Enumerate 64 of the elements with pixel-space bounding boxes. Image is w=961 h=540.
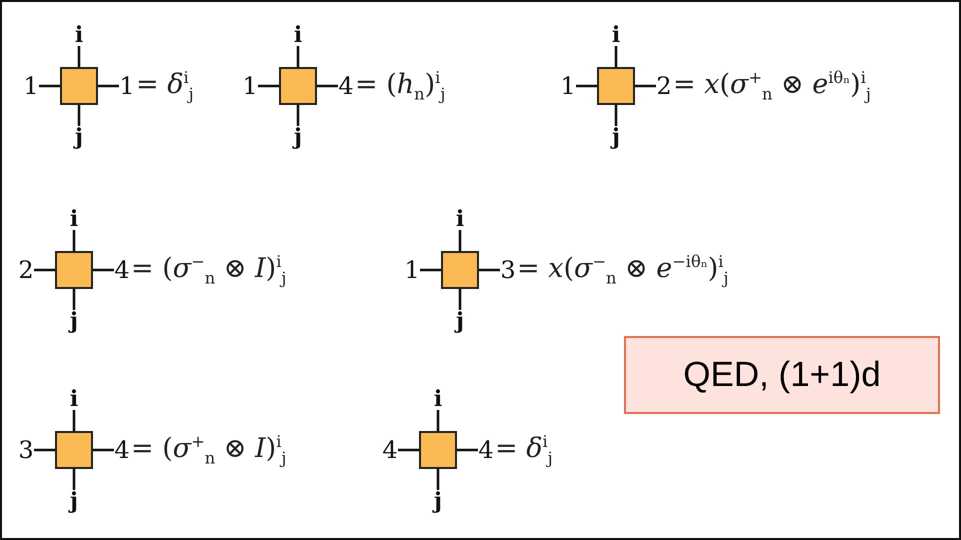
tensor-leg bbox=[457, 448, 478, 452]
leg-number: 3 bbox=[500, 258, 516, 282]
tensor-leg bbox=[72, 469, 76, 490]
tensor-leg bbox=[34, 268, 55, 272]
tensor-square bbox=[441, 251, 479, 289]
tensor-leg bbox=[72, 289, 76, 310]
index-label: j bbox=[450, 310, 470, 332]
leg-number: 4 bbox=[382, 438, 398, 462]
index-label: j bbox=[288, 126, 308, 148]
index-label: j bbox=[428, 490, 448, 512]
tensor-leg bbox=[93, 448, 114, 452]
tensor-leg bbox=[576, 84, 597, 88]
leg-number: 4 bbox=[114, 258, 130, 282]
leg-number: 4 bbox=[478, 438, 494, 462]
index-label: i bbox=[450, 208, 470, 230]
tensor-leg bbox=[420, 268, 441, 272]
tensor-leg bbox=[296, 105, 300, 126]
tensor-leg bbox=[296, 46, 300, 67]
leg-number: 1 bbox=[119, 74, 135, 98]
tensor-leg bbox=[614, 105, 618, 126]
tensor-leg bbox=[317, 84, 338, 88]
leg-number: 4 bbox=[114, 438, 130, 462]
tensor-leg bbox=[72, 230, 76, 251]
tensor-leg bbox=[635, 84, 656, 88]
leg-number: 2 bbox=[656, 74, 672, 98]
index-label: j bbox=[69, 126, 89, 148]
tensor-square bbox=[55, 251, 93, 289]
index-label: i bbox=[606, 24, 626, 46]
leg-number: 2 bbox=[18, 258, 34, 282]
tensor-square bbox=[279, 67, 317, 105]
tensor-square bbox=[55, 431, 93, 469]
tensor-leg bbox=[34, 448, 55, 452]
tensor-square bbox=[597, 67, 635, 105]
tensor-leg bbox=[479, 268, 500, 272]
leg-number: 1 bbox=[242, 74, 258, 98]
leg-number: 3 bbox=[18, 438, 34, 462]
title-box: QED, (1+1)d bbox=[624, 336, 940, 414]
index-label: j bbox=[606, 126, 626, 148]
tensor-leg bbox=[78, 46, 80, 67]
index-label: i bbox=[288, 24, 308, 46]
leg-number: 4 bbox=[338, 74, 354, 98]
tensor-square bbox=[60, 67, 98, 105]
index-label: i bbox=[64, 388, 84, 410]
tensor-leg bbox=[78, 105, 80, 126]
index-label: i bbox=[69, 24, 89, 46]
tensor-leg bbox=[458, 230, 462, 251]
index-label: i bbox=[428, 388, 448, 410]
index-label: j bbox=[64, 310, 84, 332]
tensor-leg bbox=[398, 448, 419, 452]
tensor-leg bbox=[258, 84, 279, 88]
leg-number: 1 bbox=[23, 74, 39, 98]
index-label: j bbox=[64, 490, 84, 512]
tensor-leg bbox=[614, 46, 618, 67]
leg-number: 1 bbox=[560, 74, 576, 98]
tensor-leg bbox=[72, 410, 76, 431]
leg-number: 1 bbox=[404, 258, 420, 282]
tensor-leg bbox=[458, 289, 462, 310]
tensor-square bbox=[419, 431, 457, 469]
tensor-leg bbox=[98, 84, 119, 88]
tensor-leg bbox=[436, 410, 440, 431]
tensor-leg bbox=[436, 469, 440, 490]
tensor-leg bbox=[39, 84, 60, 88]
index-label: i bbox=[64, 208, 84, 230]
tensor-leg bbox=[93, 268, 114, 272]
